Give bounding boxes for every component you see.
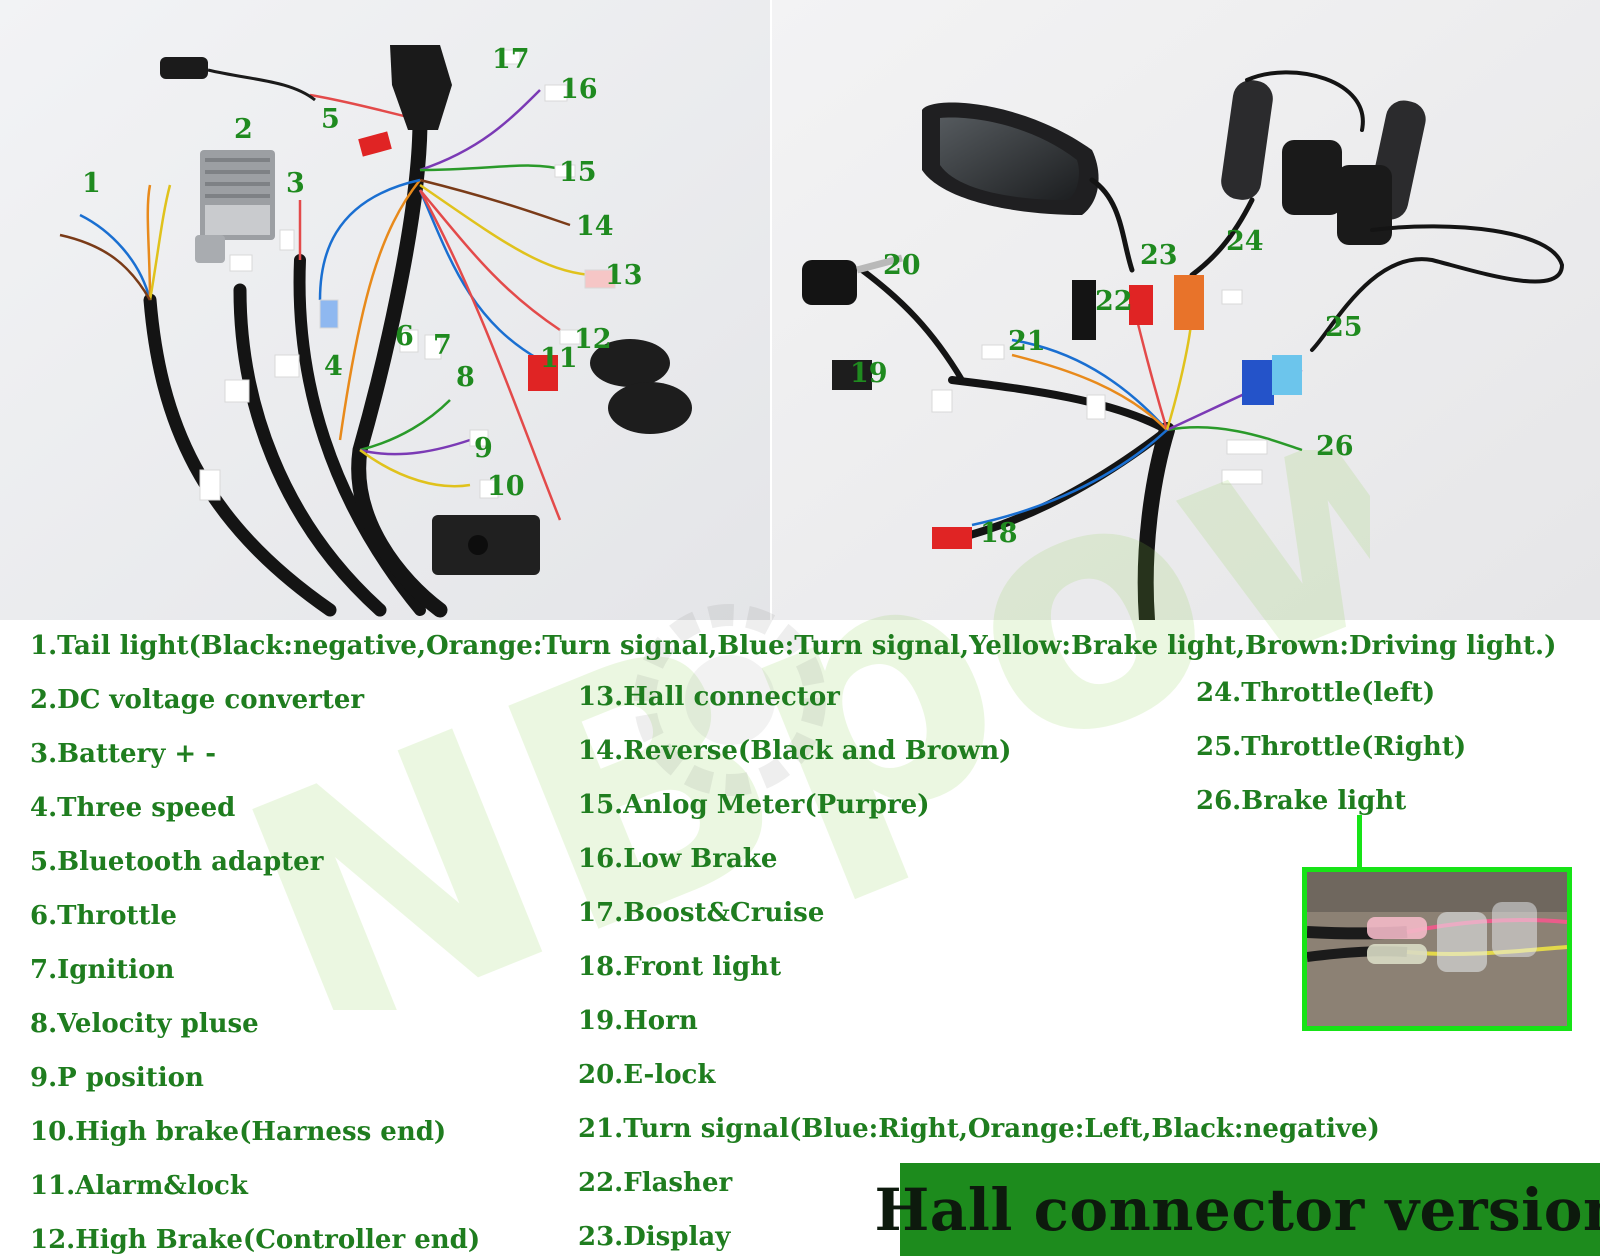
callout-18: 18 [980,518,1018,549]
callout-7: 7 [433,330,452,361]
callout-24: 24 [1226,226,1264,257]
callout-4: 4 [324,351,343,382]
legend-item-2: 2.DC voltage converter [30,685,365,715]
legend-item-3: 3.Battery + - [30,739,217,769]
callout-8: 8 [456,362,475,393]
legend-item-7: 7.Ignition [30,955,175,985]
callout-6: 6 [395,321,414,352]
legend-item-10: 10.High brake(Harness end) [30,1117,447,1147]
legend-item-16: 16.Low Brake [578,844,778,874]
legend-item-23: 23.Display [578,1222,731,1252]
legend-item-11: 11.Alarm&lock [30,1171,248,1201]
inset-pointer [1357,815,1362,867]
legend-item-6: 6.Throttle [30,901,177,931]
legend-item-9: 9.P position [30,1063,204,1093]
version-banner: Hall connector version [874,1163,1600,1256]
legend-item-26: 26.Brake light [1196,786,1407,816]
harness-right-illustration [772,0,1600,620]
legend-item-21: 21.Turn signal(Blue:Right,Orange:Left,Bl… [578,1114,1380,1144]
callout-23: 23 [1140,240,1178,271]
callout-2: 2 [234,114,253,145]
legend-item-8: 8.Velocity pluse [30,1009,259,1039]
callout-20: 20 [883,250,921,281]
harness-left-illustration [0,0,770,620]
callout-12: 12 [574,324,612,355]
legend-item-18: 18.Front light [578,952,782,982]
legend-item-17: 17.Boost&Cruise [578,898,825,928]
callout-3: 3 [286,168,305,199]
callout-11: 11 [540,343,578,374]
legend-item-5: 5.Bluetooth adapter [30,847,324,877]
legend-item-22: 22.Flasher [578,1168,733,1198]
callout-21: 21 [1008,326,1046,357]
harness-photo-right [772,0,1600,620]
callout-22: 22 [1095,286,1133,317]
callout-10: 10 [487,471,525,502]
callout-25: 25 [1325,312,1363,343]
legend-item-12: 12.High Brake(Controller end) [30,1225,481,1255]
callout-1: 1 [82,168,101,199]
legend-item-20: 20.E-lock [578,1060,716,1090]
legend-item-14: 14.Reverse(Black and Brown) [578,736,1012,766]
harness-photo-left [0,0,770,620]
brake-light-inset-photo [1302,867,1572,1031]
legend-item-25: 25.Throttle(Right) [1196,732,1467,762]
legend-item-24: 24.Throttle(left) [1196,678,1436,708]
legend-item-4: 4.Three speed [30,793,236,823]
legend-item-13: 13.Hall connector [578,682,840,712]
legend-item-1: 1.Tail light(Black:negative,Orange:Turn … [30,631,1557,661]
callout-9: 9 [474,433,493,464]
callout-17: 17 [492,44,530,75]
brake-light-closeup [1307,872,1567,1026]
callout-19: 19 [850,358,888,389]
callout-13: 13 [605,260,643,291]
callout-5: 5 [321,104,340,135]
callout-15: 15 [559,157,597,188]
legend-item-15: 15.Anlog Meter(Purpre) [578,790,930,820]
callout-14: 14 [576,211,614,242]
callout-16: 16 [560,74,598,105]
legend-item-19: 19.Horn [578,1006,698,1036]
version-label: Hall connector version [874,1175,1600,1244]
callout-26: 26 [1316,431,1354,462]
